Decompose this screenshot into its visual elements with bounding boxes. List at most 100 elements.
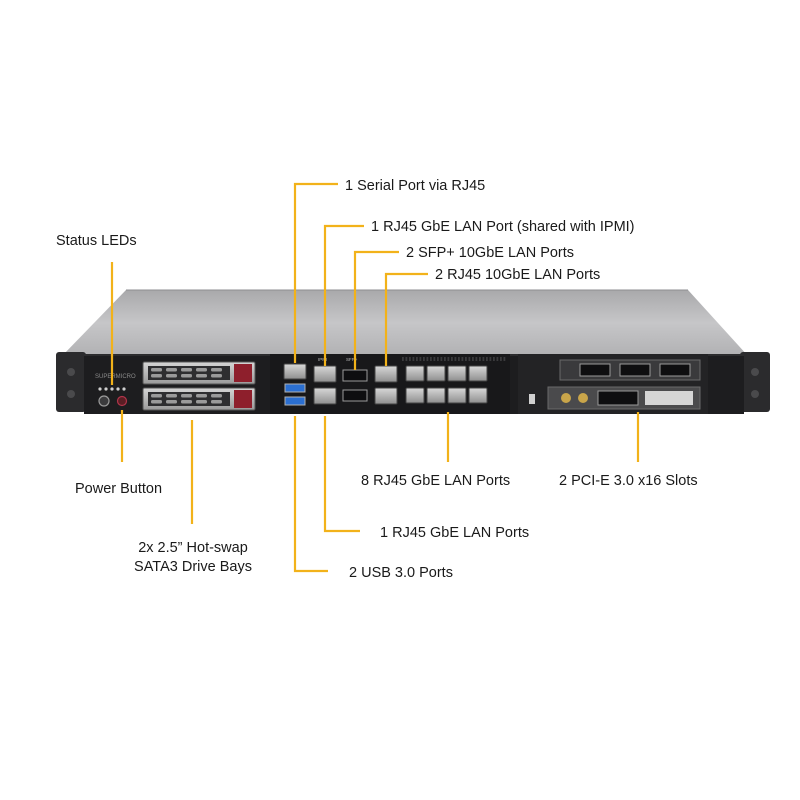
vent-hole <box>465 357 467 361</box>
drive-bay-vent-slot <box>196 394 207 398</box>
drive-bay-vent-slot <box>211 374 222 378</box>
vent-hole <box>486 357 488 361</box>
drive-bay-vent-slot <box>211 394 222 398</box>
vent-hole <box>482 357 485 361</box>
drive-bay-vent-slot <box>211 400 222 404</box>
gbe-lan-port[interactable] <box>405 387 425 404</box>
callout-gbe-1-port: 1 RJ45 GbE LAN Ports <box>380 525 530 541</box>
vent-hole <box>433 357 436 361</box>
gbe-lan-port[interactable] <box>426 365 446 382</box>
drive-bay-vent-slot <box>151 374 162 378</box>
gbe-lan-port[interactable] <box>447 365 467 382</box>
gbe-lan-port[interactable] <box>447 387 467 404</box>
gbe-lan-port-single[interactable] <box>313 387 337 405</box>
vent-hole <box>423 357 425 361</box>
sfp-port-2[interactable] <box>342 389 368 402</box>
left-rack-ear <box>56 352 86 412</box>
vent-hole <box>475 357 478 361</box>
gbe-1-callout-line <box>323 416 360 533</box>
chassis-top-cover <box>62 290 748 356</box>
drive-bay-vent-slot <box>166 368 177 372</box>
usb-port-2[interactable] <box>284 396 306 406</box>
status-led-3 <box>110 387 114 391</box>
callout-serial-port: 1 Serial Port via RJ45 <box>345 178 486 194</box>
ipmi-marking: IPMI <box>318 357 327 362</box>
pcie-latch <box>529 394 535 404</box>
drive-bay-vent-slot <box>151 400 162 404</box>
vent-hole <box>468 357 471 361</box>
drive-bay-vent-slot <box>211 368 222 372</box>
vent-hole <box>444 357 446 361</box>
vent-hole <box>409 357 411 361</box>
rj45-10gbe-port-1[interactable] <box>374 365 398 383</box>
gbe-8-port-block <box>405 365 488 404</box>
rj45-10gbe-callout-line <box>384 272 428 366</box>
callout-sfp-ports: 2 SFP+ 10GbE LAN Ports <box>406 245 575 261</box>
vent-hole <box>472 357 474 361</box>
vent-hole <box>489 357 492 361</box>
drive-bay-vent-slot <box>181 394 192 398</box>
drive-bay-vent-slot <box>151 394 162 398</box>
gbe-lan-port[interactable] <box>468 365 488 382</box>
ipmi-lan-port[interactable] <box>313 365 337 383</box>
status-led-5 <box>122 387 126 391</box>
vent-hole <box>458 357 460 361</box>
drive-bay-vent-slot <box>181 374 192 378</box>
vent-hole <box>479 357 481 361</box>
vent-hole <box>430 357 432 361</box>
io-panel <box>270 354 510 414</box>
power-button[interactable] <box>98 395 110 407</box>
sfp-marking: SFP+ <box>346 357 358 362</box>
pcie-slot-1[interactable] <box>559 359 701 381</box>
drive-bay-vent-slot <box>196 400 207 404</box>
usb-port-1[interactable] <box>284 383 306 393</box>
callout-ipmi-lan-port: 1 RJ45 GbE LAN Port (shared with IPMI) <box>371 219 635 235</box>
pcie-slot-2[interactable] <box>547 386 701 410</box>
drive-bay-vent-slot <box>166 400 177 404</box>
callout-lines <box>110 182 640 573</box>
vent-hole <box>454 357 457 361</box>
callout-drive-bays-line1: 2x 2.5” Hot-swap <box>138 540 248 556</box>
brand-logo: SUPERMICRO <box>95 374 136 380</box>
serial-port[interactable] <box>283 363 307 380</box>
vent-hole <box>402 357 404 361</box>
callout-pcie-slots: 2 PCI-E 3.0 x16 Slots <box>559 473 698 489</box>
gbe-lan-port[interactable] <box>426 387 446 404</box>
vent-hole <box>416 357 418 361</box>
io-vent-grid <box>402 357 506 361</box>
callout-usb-ports: 2 USB 3.0 Ports <box>349 565 453 581</box>
sfp-port-1[interactable] <box>342 369 368 382</box>
callout-drive-bays-line2: SATA3 Drive Bays <box>134 559 252 575</box>
vent-hole <box>437 357 439 361</box>
drive-bay-1[interactable] <box>142 361 256 385</box>
drive-bay-vent-slot <box>181 368 192 372</box>
vent-hole <box>493 357 495 361</box>
usb-callout-line <box>293 416 328 573</box>
drive-bay-vent-slot <box>196 374 207 378</box>
gbe-lan-port[interactable] <box>468 387 488 404</box>
right-rack-ear <box>740 352 770 412</box>
drive-bay-vent-slot <box>196 368 207 372</box>
status-led-4 <box>116 387 120 391</box>
callout-rj45-10gbe-ports: 2 RJ45 10GbE LAN Ports <box>435 267 601 283</box>
status-led-1 <box>98 387 102 391</box>
ipmi-lan-callout-line <box>323 224 364 366</box>
control-panel: SUPERMICRO <box>95 374 136 407</box>
callout-status-leds: Status LEDs <box>56 233 137 249</box>
status-led-2 <box>104 387 108 391</box>
gbe-lan-port[interactable] <box>405 365 425 382</box>
vent-hole <box>451 357 453 361</box>
vent-hole <box>496 357 499 361</box>
rj45-10gbe-port-2[interactable] <box>374 387 398 405</box>
reset-button[interactable] <box>116 395 128 407</box>
drive-bay-vent-slot <box>166 374 177 378</box>
drive-bay-vent-slot <box>151 368 162 372</box>
callout-gbe-8-ports: 8 RJ45 GbE LAN Ports <box>361 473 511 489</box>
drive-bay-2[interactable] <box>142 387 256 411</box>
vent-hole <box>426 357 429 361</box>
vent-hole <box>503 357 506 361</box>
vent-hole <box>461 357 464 361</box>
vent-hole <box>412 357 415 361</box>
serial-port-callout-line <box>293 182 338 363</box>
